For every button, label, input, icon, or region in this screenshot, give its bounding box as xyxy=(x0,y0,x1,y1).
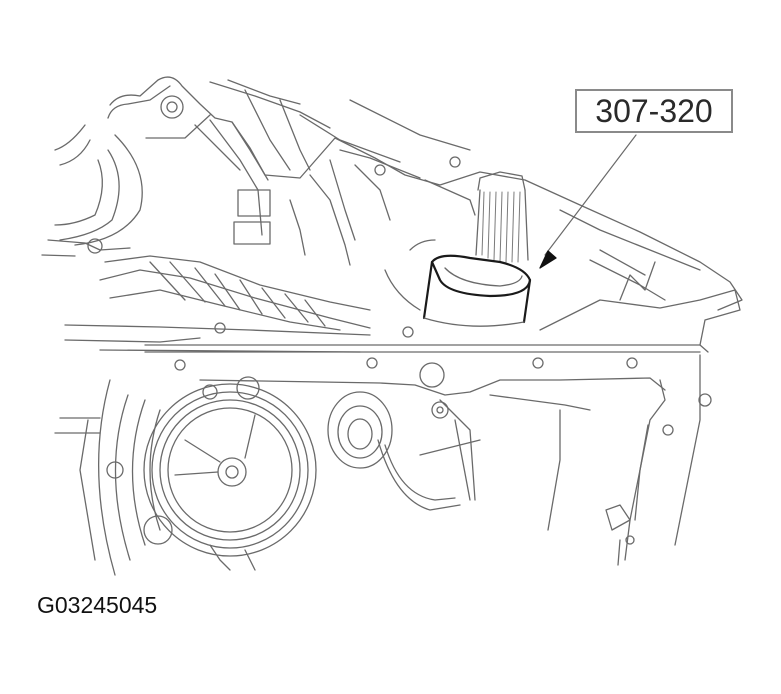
case-flange xyxy=(145,345,708,418)
figure-id: G03245045 xyxy=(37,592,158,618)
right-side-cover xyxy=(540,210,740,565)
callout-leader xyxy=(540,135,636,268)
upper-housing xyxy=(108,77,742,310)
pump-assembly xyxy=(55,377,316,575)
center-bore xyxy=(328,392,590,530)
special-tool-307-320 xyxy=(385,172,530,326)
tool-callout-label: 307-320 xyxy=(575,89,733,133)
tool-number: 307-320 xyxy=(595,92,713,129)
left-housing-arcs xyxy=(42,125,142,256)
ribbed-rail xyxy=(65,256,413,352)
